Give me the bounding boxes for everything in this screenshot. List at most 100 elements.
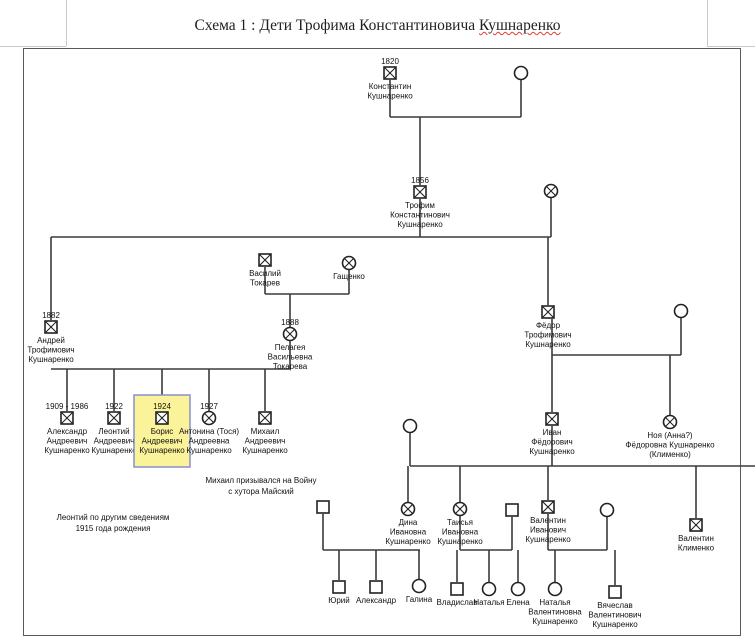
- person-name-line: Вячеслав: [597, 601, 633, 610]
- person-name-line: Кушнаренко: [385, 537, 431, 546]
- page-margin-bottom-right: [707, 46, 755, 47]
- person-name-line: Кушнаренко: [592, 620, 638, 629]
- deceased-cross-icon: [203, 412, 215, 424]
- male-symbol-icon: [608, 585, 622, 599]
- female-symbol-icon: [673, 303, 689, 319]
- deceased-cross-icon: [45, 321, 57, 333]
- person-name-line: Наталья: [473, 598, 504, 607]
- person-name-line: Константинович: [390, 211, 450, 220]
- deceased-cross-icon: [259, 254, 271, 266]
- person-year: 1882: [42, 311, 60, 320]
- person-year: 1888: [281, 318, 299, 327]
- deceased-cross-icon: [546, 413, 558, 425]
- deceased-cross-icon: [545, 185, 557, 197]
- person-name-line: Владислав: [437, 598, 478, 607]
- person-year: 1922: [105, 402, 123, 411]
- female-symbol-icon: [411, 578, 427, 594]
- person-name-line: Кушнаренко: [139, 446, 185, 455]
- highlight-box: [133, 394, 191, 468]
- person-year: 1820: [381, 57, 399, 66]
- person-name-line: Наталья: [539, 598, 570, 607]
- person-noya: Ноя (Анна?)Фёдоровна Кушнаренко(Клименко…: [625, 414, 715, 459]
- note-line: 1915 года рождения: [76, 524, 151, 533]
- person-name-line: Кушнаренко: [525, 340, 571, 349]
- person-name-line: Ивановна: [390, 528, 427, 537]
- male-symbol-icon: [505, 503, 519, 517]
- person-fedor-wife: [673, 303, 689, 319]
- page-title: Схема 1 : Дети Трофима Константиновича К…: [0, 17, 755, 35]
- person-name-line: Кушнаренко: [532, 617, 578, 626]
- person-year: 1924: [153, 402, 171, 411]
- person-name-line: Кушнаренко: [367, 92, 413, 101]
- female-symbol-icon: [481, 581, 497, 597]
- deceased-cross-icon: [414, 186, 426, 198]
- person-year: 1927: [200, 402, 218, 411]
- person-taisya-husband: [505, 503, 519, 517]
- person-name-line: Василий: [249, 269, 281, 278]
- person-name-line: Кушнаренко: [529, 447, 575, 456]
- page-margin-left: [66, 0, 67, 46]
- person-name-line: Кушнаренко: [525, 535, 571, 544]
- person-name-line: Кушнаренко: [242, 446, 288, 455]
- person-name-line: Гащенко: [333, 272, 365, 281]
- person-ivan-wife: [402, 418, 418, 434]
- person-name-line: Фёдоровна Кушнаренко: [625, 441, 715, 450]
- person-name-line: Ноя (Анна?): [647, 431, 693, 440]
- person-nodes: 1820КонстантинКушнаренко1856ТрофимКонста…: [27, 57, 715, 629]
- person-natalya-t: Наталья: [473, 581, 505, 607]
- person-name-line: Клименко: [678, 544, 715, 553]
- person-name-line: Таисья: [447, 518, 473, 527]
- deceased-cross-icon: [664, 416, 676, 428]
- person-name-line: Валентин: [678, 534, 714, 543]
- deceased-cross-icon: [454, 503, 466, 515]
- deceased-cross-icon: [384, 67, 396, 79]
- person-konstantin-wife: [513, 65, 529, 81]
- person-name-line: Андреевич: [245, 437, 286, 446]
- note-line: с хутора Майский: [228, 487, 293, 496]
- note-line: Леонтий по другим сведениям: [57, 513, 170, 522]
- person-dina-husband: [316, 500, 330, 514]
- person-name-line: Кушнаренко: [28, 355, 74, 364]
- person-name-line: Антонина (Тося): [179, 427, 239, 436]
- person-trofim-wife: [543, 183, 559, 199]
- person-name-line: Кушнаренко: [91, 446, 137, 455]
- person-name-line: Васильевна: [268, 353, 313, 362]
- person-name-line: Андреевич: [94, 437, 135, 446]
- person-name-line: Константин: [369, 82, 412, 91]
- person-name-line: Александр: [356, 596, 397, 605]
- female-symbol-icon: [599, 502, 615, 518]
- person-name-line: Кушнаренко: [186, 446, 232, 455]
- male-symbol-icon: [316, 500, 330, 514]
- deceased-cross-icon: [542, 306, 554, 318]
- diagram-frame: [23, 48, 741, 636]
- person-name-line: Галина: [406, 595, 433, 604]
- person-name-line: Фёдорович: [531, 438, 572, 447]
- person-name-line: Ивановна: [442, 528, 479, 537]
- deceased-cross-icon: [61, 412, 73, 424]
- person-name-line: Кушнаренко: [397, 220, 443, 229]
- person-gashchenko: Гащенко: [333, 255, 365, 281]
- person-year: 1909 - 1986: [46, 402, 89, 411]
- connector-lines: [50, 80, 755, 585]
- deceased-cross-icon: [690, 519, 702, 531]
- person-elena: Елена: [506, 581, 530, 607]
- person-name-line: Валентинович: [588, 611, 641, 620]
- title-surname: Кушнаренко: [479, 17, 561, 34]
- person-year: 1856: [411, 176, 429, 185]
- deceased-cross-icon: [156, 412, 168, 424]
- person-name-line: Кушнаренко: [44, 446, 90, 455]
- person-name-line: Андреевна: [189, 437, 230, 446]
- person-name-line: Андреевич: [142, 437, 183, 446]
- female-symbol-icon: [513, 65, 529, 81]
- person-name-line: Борис: [151, 427, 174, 436]
